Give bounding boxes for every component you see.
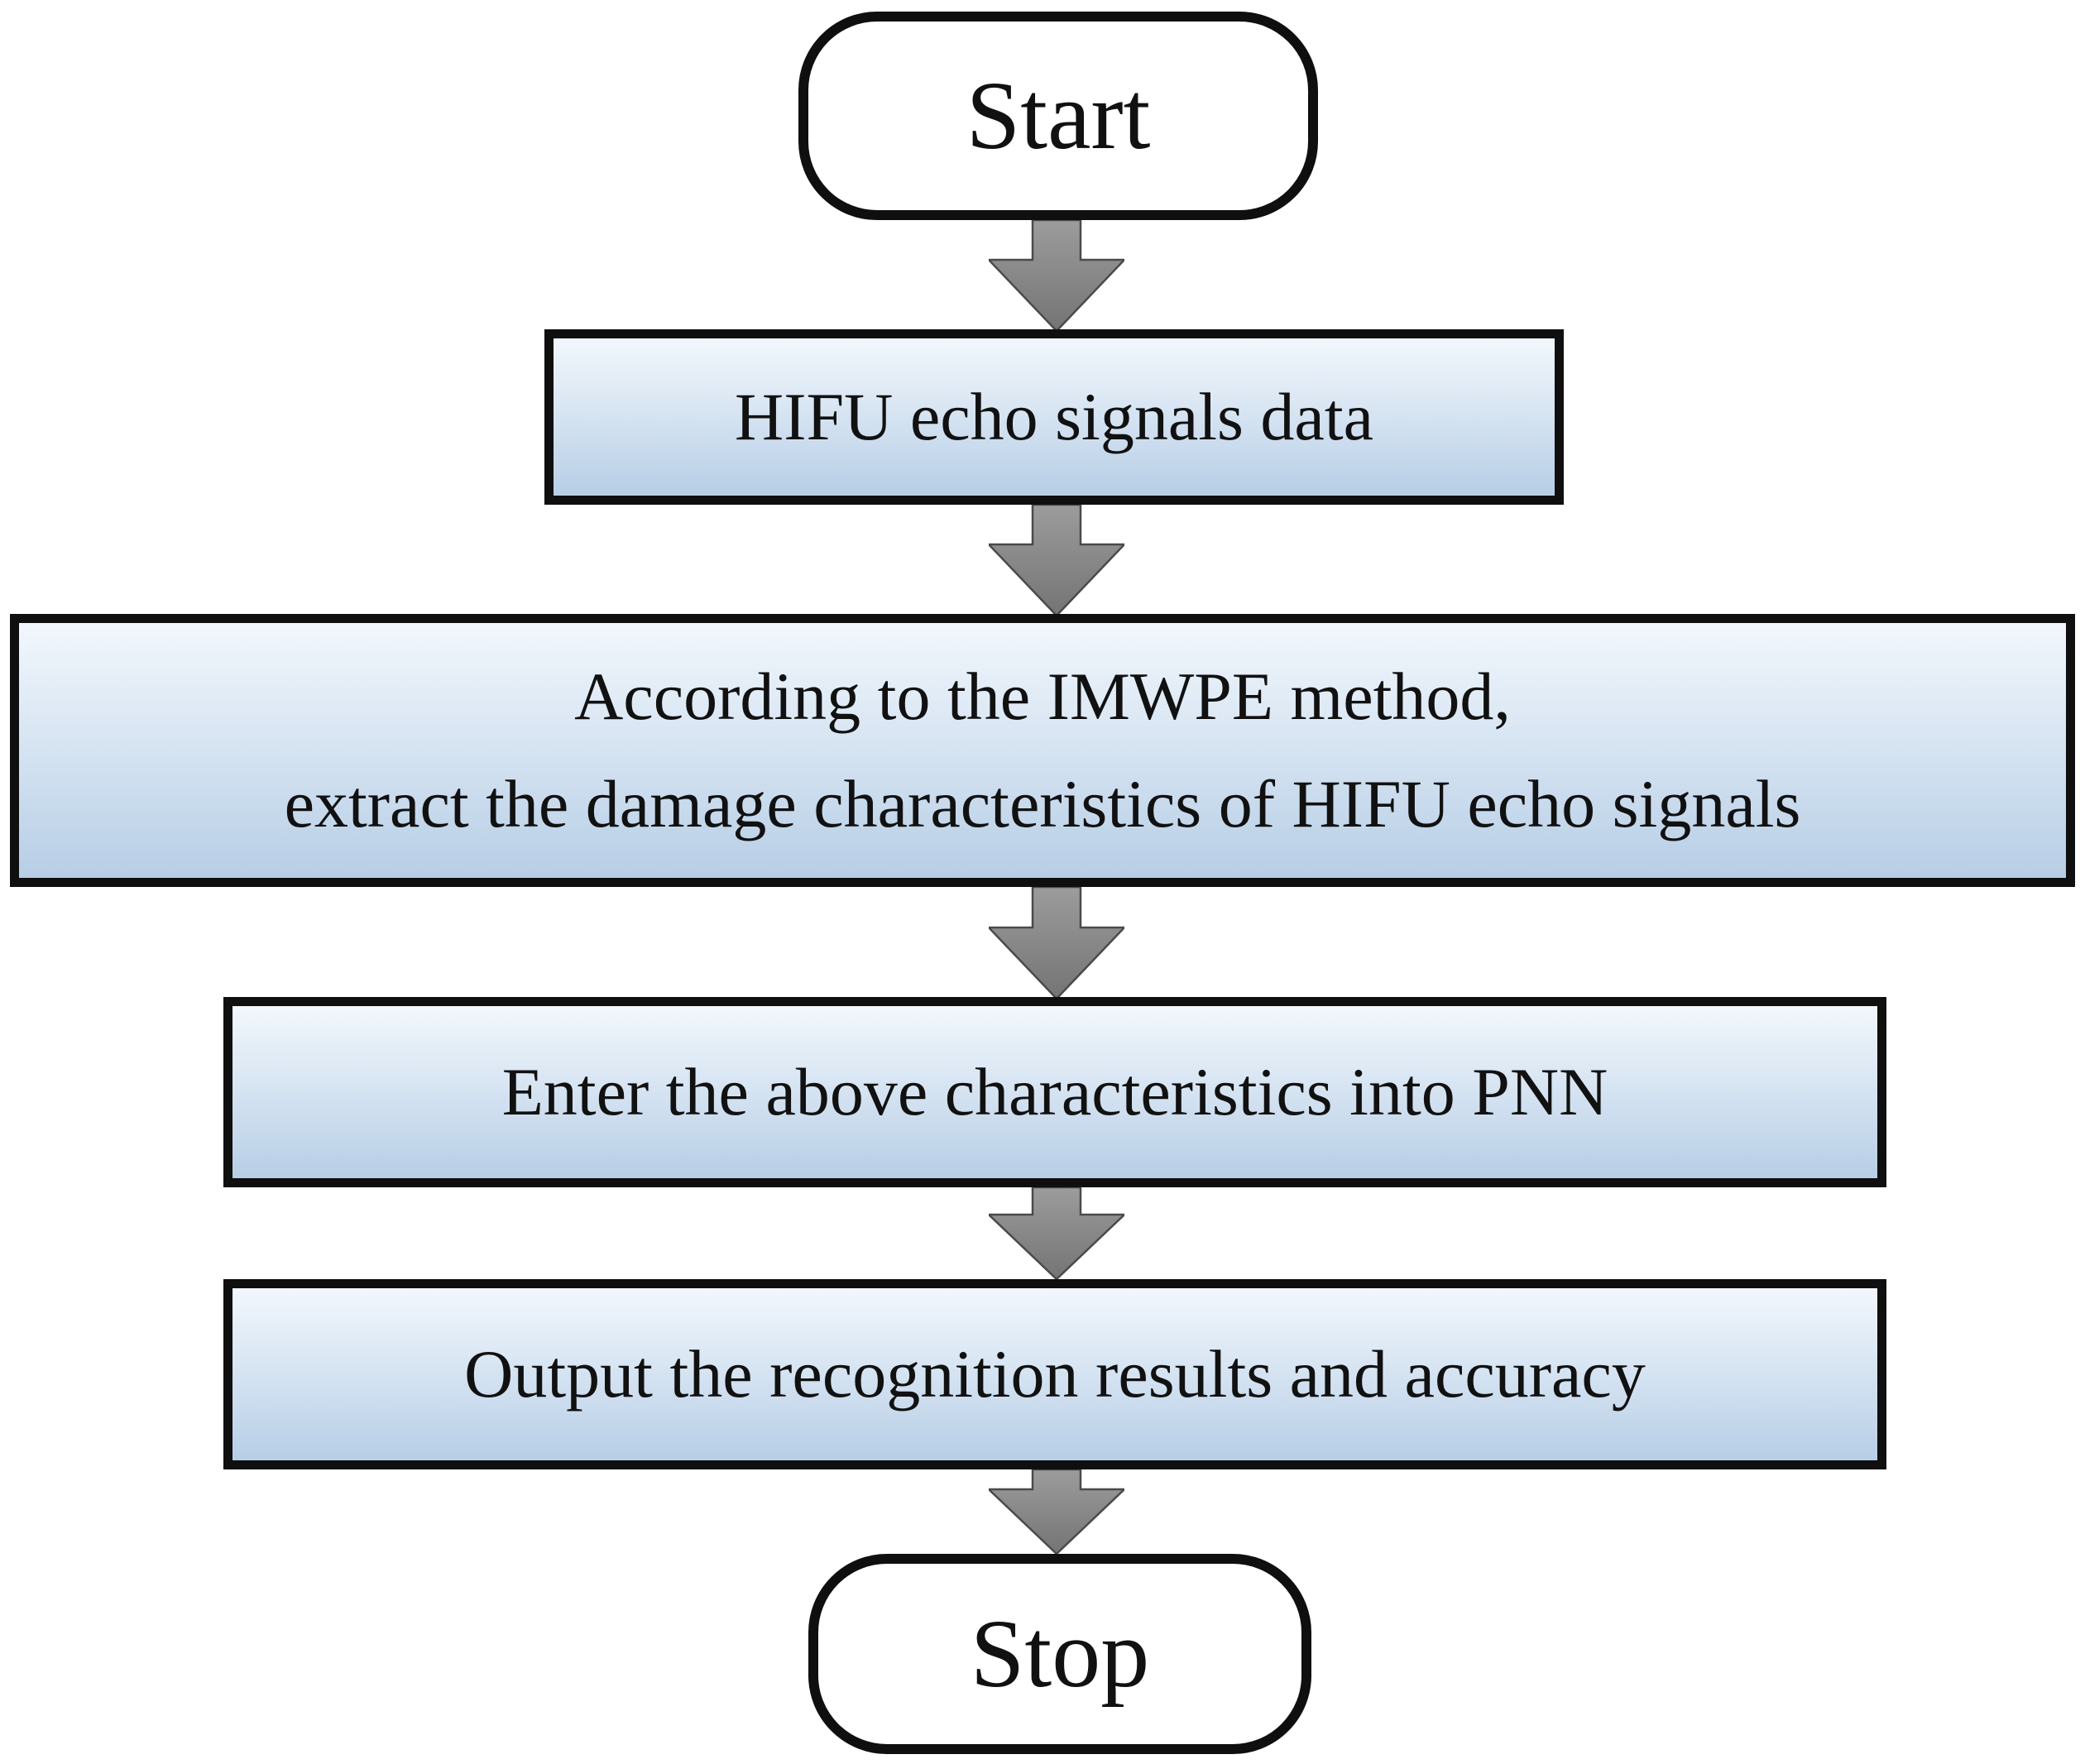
down-arrow-icon — [989, 1187, 1124, 1279]
down-arrow-icon — [989, 887, 1124, 999]
flow-node-output-results: Output the recognition results and accur… — [223, 1279, 1886, 1469]
flow-node-imwpe-extract: According to the IMWPE method, extract t… — [10, 614, 2075, 887]
flow-node-start: Start — [798, 12, 1318, 220]
flow-node-hifu-data: HIFU echo signals data — [544, 329, 1564, 505]
down-arrow-icon — [989, 505, 1124, 616]
down-arrow-icon — [989, 1469, 1124, 1554]
flow-node-stop: Stop — [808, 1554, 1311, 1754]
down-arrow-icon — [989, 220, 1124, 331]
flow-node-enter-pnn: Enter the above characteristics into PNN — [223, 997, 1886, 1187]
